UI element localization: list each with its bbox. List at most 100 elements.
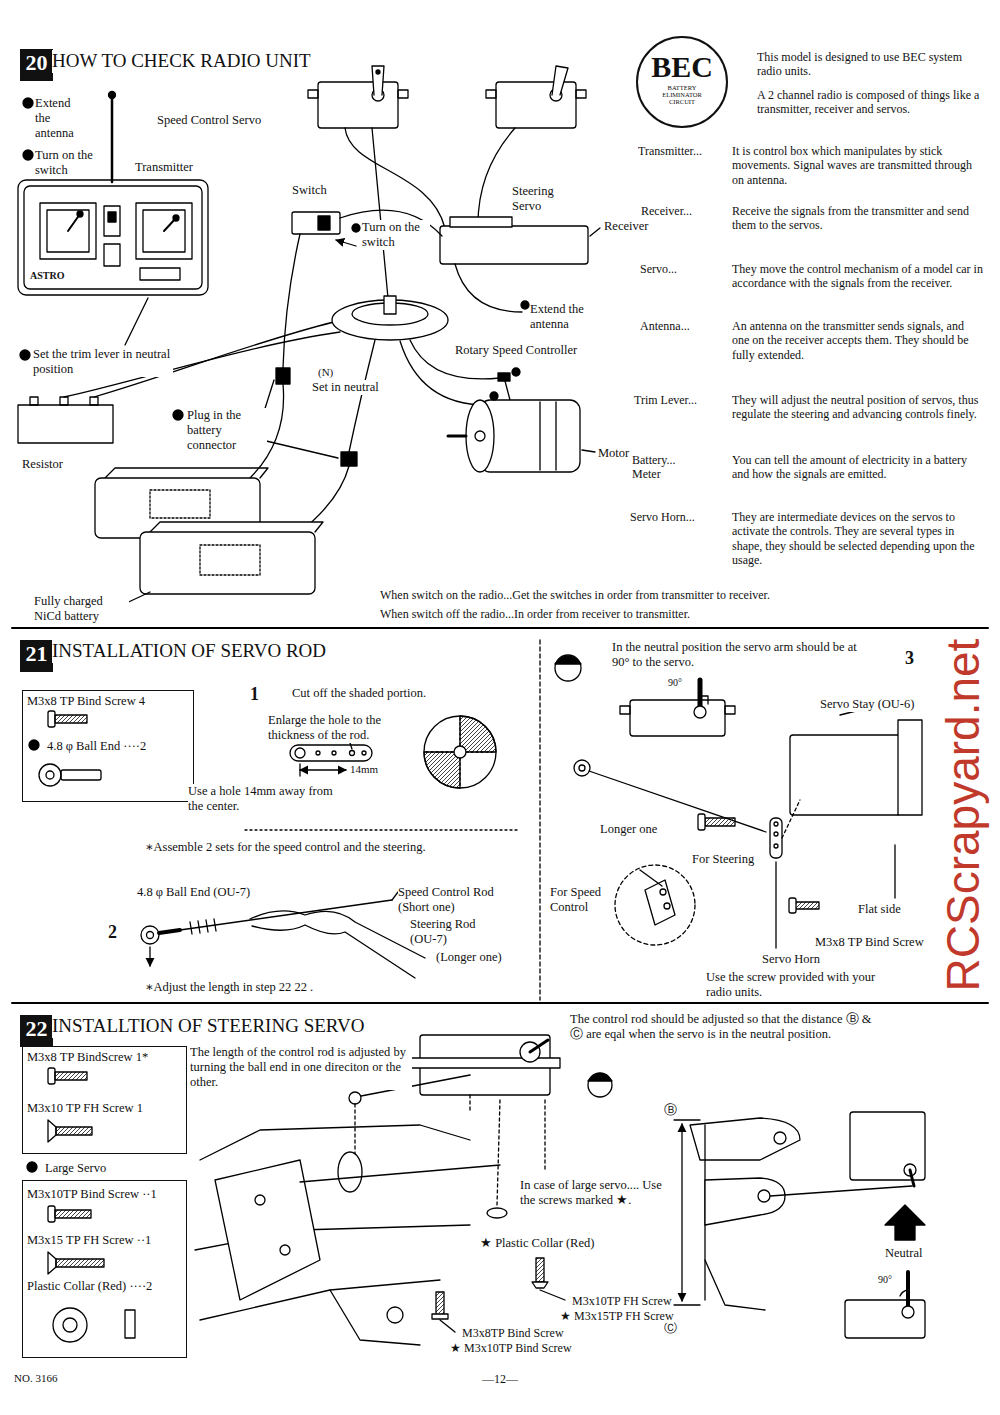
- section-number: 20: [20, 49, 53, 77]
- parts-icon: [46, 771, 54, 779]
- term-label: Transmitter...: [638, 144, 702, 158]
- rotary-speed-controller-drawing: [384, 296, 396, 314]
- part-name: Steering Rod (OU-7): [410, 917, 495, 947]
- callout-text: Set the trim lever in neutral position: [33, 347, 173, 377]
- servo-rod-assembly-drawing: [574, 760, 590, 776]
- instruction-text: In the neutral position the servo arm sh…: [612, 640, 862, 670]
- definition-text: An antenna on the transmitter sends sign…: [732, 319, 984, 362]
- chassis-drawing: [436, 1292, 444, 1316]
- callout-marker: [521, 301, 529, 309]
- bellcrank-drawing: [885, 1205, 925, 1240]
- angle-label: 90°: [668, 677, 682, 689]
- parts-box: M3x8 TP Bind Screw 4 4.8 φ Ball End ····2: [22, 690, 194, 802]
- part-name: Servo Stay (OU-6): [820, 697, 914, 712]
- transmitter-drawing: [143, 210, 185, 252]
- parts-list-text: M3x8 TP Bind Screw 4: [27, 694, 145, 709]
- bellcrank-drawing: [774, 1132, 786, 1144]
- receiver-drawing: [450, 217, 512, 227]
- servo-rod-assembly-drawing: [774, 822, 778, 826]
- steering-servo-drawing: [486, 90, 496, 98]
- section-heading: HOW TO CHECK RADIO UNIT: [52, 50, 311, 73]
- transmitter-drawing: [104, 206, 120, 236]
- bellcrank-drawing: [758, 1190, 770, 1202]
- term-label: Antenna...: [640, 319, 690, 333]
- rotary-speed-controller-drawing: [498, 373, 510, 381]
- note-text: A 2 channel radio is composed of things …: [757, 88, 985, 117]
- parts-list-text: M3x10TP Bind Screw ··1: [27, 1187, 157, 1202]
- parts-icon: [63, 1318, 77, 1332]
- parts-icon: [55, 715, 87, 723]
- motor-drawing: [582, 450, 595, 452]
- step-number: 3: [905, 648, 914, 670]
- steering-servo-drawing: [478, 66, 586, 224]
- term-label: Servo...: [640, 262, 677, 276]
- servo-rod-assembly-drawing: [894, 845, 895, 898]
- callout-marker: [173, 410, 183, 420]
- bec-logo-circle: BECBATTERY ELIMINATOR CIRCUIT: [636, 36, 728, 128]
- rotary-speed-controller-drawing: [349, 340, 375, 452]
- speed-control-servo-drawing: [376, 70, 380, 74]
- bellcrank-drawing: [705, 1260, 765, 1310]
- bellcrank-drawing: [674, 1304, 700, 1305]
- part-name: ★ M3x10TP Bind Screw: [450, 1341, 572, 1355]
- resistor-drawing: [30, 397, 38, 405]
- definition-text: You can tell the amount of electricity i…: [732, 453, 984, 482]
- transmitter-drawing: [40, 203, 96, 259]
- illustration-line: [12, 66, 988, 1345]
- servo-horn-drawing: [350, 743, 352, 749]
- section-number-box: 20: [20, 49, 53, 81]
- battery-drawing: [105, 468, 268, 478]
- transmitter-drawing: [18, 180, 208, 295]
- rod-and-pliers-drawing: [250, 911, 425, 958]
- chassis-drawing: [544, 1100, 545, 1170]
- bellcrank-drawing: [674, 1112, 925, 1338]
- switch-drawing: [276, 368, 290, 384]
- chassis-drawing: [300, 1165, 500, 1182]
- transmitter-drawing: [173, 215, 179, 221]
- servo-horn-drawing: [460, 716, 496, 752]
- servo-rod-assembly-drawing: [645, 880, 675, 925]
- callout-marker: [512, 368, 520, 376]
- resistor-drawing: [18, 405, 113, 443]
- part-name: Transmitter: [135, 160, 193, 175]
- rod-and-pliers-drawing: [190, 919, 216, 934]
- part-name: Speed Control Rod (Short one): [398, 885, 523, 915]
- chassis-drawing: [540, 1290, 565, 1300]
- servo-horn-drawing: [300, 769, 346, 770]
- part-name: M3x8TP Bind Screw: [462, 1326, 564, 1340]
- chassis-drawing: [387, 1307, 403, 1323]
- parts-list-text: 4.8 φ Ball End ····2: [47, 739, 146, 754]
- dimension-label: Ⓑ: [664, 1102, 677, 1118]
- steering-servo-drawing: [576, 90, 586, 98]
- instruction-text: Cut off the shaded portion.: [292, 686, 426, 701]
- battery-drawing: [140, 532, 315, 594]
- definition-text: They are intermediate devices on the ser…: [732, 510, 987, 568]
- dimension-label: 14mm: [350, 763, 378, 776]
- servo-horn-drawing: [295, 748, 305, 758]
- callout-marker: [20, 350, 30, 360]
- logo-text: BEC: [638, 52, 726, 82]
- callout-text: For Speed Control: [550, 885, 610, 915]
- chassis-drawing: [536, 1258, 544, 1282]
- term-label: Receiver...: [641, 204, 692, 218]
- parts-icon: [56, 1259, 104, 1267]
- callout-text: (N): [318, 366, 333, 379]
- callout-text: Set in neutral: [312, 380, 379, 395]
- servo-rod-assembly-drawing: [555, 655, 581, 681]
- logo-text: BATTERY ELIMINATOR CIRCUIT: [650, 84, 714, 105]
- battery-drawing: [150, 490, 210, 518]
- servo-rod-assembly-drawing: [615, 865, 695, 945]
- parts-icon: [29, 740, 39, 750]
- brand-label: ASTRO: [30, 270, 64, 282]
- section-divider: [245, 829, 520, 830]
- chassis-drawing: [497, 1100, 500, 1205]
- section-divider: [12, 627, 988, 629]
- definition-text: It is control box which manipulates by s…: [732, 144, 984, 187]
- chassis-drawing: [530, 1040, 548, 1052]
- battery-drawing: [200, 545, 260, 575]
- chassis-drawing: [440, 1320, 455, 1332]
- callout-text: For Steering: [692, 852, 754, 867]
- servo-rod-assembly-drawing: [770, 818, 782, 858]
- battery-drawing: [150, 522, 323, 532]
- instruction-text: Use a hole 14mm away from the center.: [188, 784, 338, 814]
